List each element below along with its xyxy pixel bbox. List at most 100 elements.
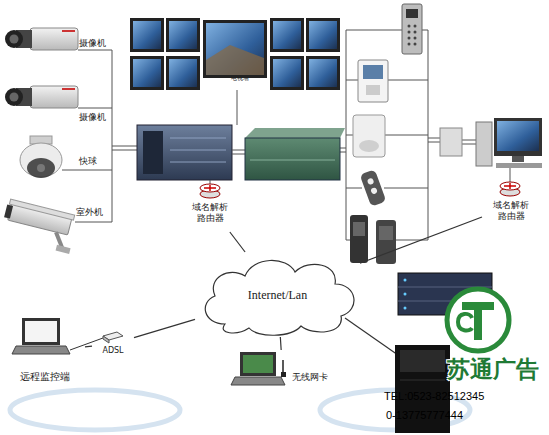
dvr-unit bbox=[170, 150, 226, 151]
beam-detector bbox=[376, 220, 396, 264]
intercom-panel bbox=[402, 4, 422, 54]
device-wire bbox=[346, 188, 362, 189]
monitor-wall bbox=[133, 59, 161, 87]
network-link bbox=[280, 337, 282, 350]
card-reader bbox=[363, 65, 383, 79]
client-pc bbox=[440, 118, 542, 168]
device-wire bbox=[462, 140, 476, 141]
tower-server bbox=[400, 350, 445, 372]
dvr-unit bbox=[170, 138, 226, 139]
device-wire bbox=[428, 138, 440, 139]
speed-dome bbox=[20, 143, 62, 177]
matrix-unit bbox=[250, 160, 335, 161]
card-reader bbox=[366, 85, 380, 95]
network-link bbox=[230, 232, 245, 252]
camera-wire bbox=[112, 150, 137, 151]
remote-fob bbox=[360, 169, 387, 206]
box-camera bbox=[5, 88, 23, 106]
monitor-wall bbox=[169, 21, 197, 49]
device-wire bbox=[422, 30, 428, 31]
matrix-unit bbox=[245, 128, 345, 180]
node-label: ADSL bbox=[92, 346, 134, 356]
wireless-client: 无线网卡 bbox=[230, 350, 335, 390]
monitor-wall bbox=[206, 45, 264, 75]
router-node: 域名解析路由器 bbox=[482, 178, 540, 234]
intercom-panel bbox=[408, 37, 411, 40]
camera-wire bbox=[112, 146, 137, 147]
pir-detector bbox=[353, 115, 385, 157]
intercom-panel bbox=[406, 9, 418, 18]
router-icon bbox=[204, 185, 216, 191]
rack-server bbox=[404, 279, 407, 282]
beam-detector bbox=[379, 226, 393, 240]
laptop bbox=[12, 318, 70, 354]
client-pc bbox=[512, 156, 524, 162]
monitor-wall bbox=[130, 18, 340, 90]
camera-wire bbox=[75, 222, 112, 223]
device-wire bbox=[346, 30, 402, 31]
laptop bbox=[240, 352, 276, 376]
node-label: 电视墙 bbox=[220, 74, 260, 82]
monitor-wall bbox=[130, 18, 164, 52]
rack-server bbox=[404, 307, 407, 310]
camera-wire bbox=[78, 50, 112, 51]
device-wire bbox=[388, 80, 428, 81]
node-label: Internet/Lan bbox=[195, 288, 360, 302]
camera-node: 摄像机 bbox=[5, 80, 110, 120]
box-camera bbox=[62, 88, 75, 90]
connector-wire bbox=[340, 148, 346, 149]
node-label: 域名解析路由器 bbox=[190, 202, 230, 224]
router-icon bbox=[500, 182, 520, 190]
dvr-unit bbox=[137, 125, 232, 180]
device-wire bbox=[346, 240, 350, 241]
monitor-wall bbox=[130, 56, 164, 90]
connector-wire bbox=[232, 154, 245, 155]
phone-text: TEL:0523-82512345 bbox=[384, 390, 484, 402]
matrix-unit bbox=[245, 138, 340, 180]
remote-fob bbox=[367, 178, 375, 186]
monitor-wall bbox=[309, 59, 337, 87]
laptop bbox=[243, 355, 273, 373]
laptop bbox=[231, 352, 286, 385]
intercom-panel bbox=[408, 31, 411, 34]
dvr-unit bbox=[143, 131, 163, 174]
device-wire bbox=[346, 135, 353, 136]
speed-dome bbox=[37, 164, 45, 172]
node-label: 室外机 bbox=[71, 207, 107, 218]
outdoor-camera bbox=[56, 245, 71, 254]
device-wire bbox=[428, 142, 440, 143]
router-icon bbox=[200, 184, 220, 198]
camera-wire bbox=[62, 170, 112, 171]
intercom-panel bbox=[402, 4, 422, 54]
router-node: 域名解析路由器 bbox=[182, 180, 238, 232]
pir-detector bbox=[353, 115, 385, 157]
monitor-wall bbox=[273, 59, 301, 87]
intercom-panel bbox=[408, 25, 411, 28]
intercom-panel bbox=[414, 31, 417, 34]
beam-detector bbox=[353, 222, 365, 236]
laptop bbox=[281, 372, 286, 377]
video-wire bbox=[237, 90, 238, 125]
client-pc bbox=[440, 128, 462, 156]
remote-client: 远程监控端 bbox=[5, 315, 85, 387]
beam-detector bbox=[350, 215, 368, 263]
laptop bbox=[282, 360, 284, 372]
tv-wall: 电视墙 bbox=[128, 14, 348, 98]
device-wire bbox=[462, 144, 476, 145]
tower-server bbox=[400, 380, 445, 381]
adsl-modem bbox=[103, 332, 123, 343]
intercom-panel bbox=[414, 43, 417, 46]
monitor-wall bbox=[203, 20, 267, 78]
outdoor-camera bbox=[0, 199, 79, 254]
card-reader bbox=[358, 60, 388, 102]
speed-dome bbox=[20, 136, 62, 178]
logo-mark bbox=[447, 289, 509, 351]
laptop bbox=[12, 346, 70, 354]
device-wire bbox=[346, 80, 358, 81]
network-cloud: Internet/Lan bbox=[195, 252, 360, 337]
node-label: 远程监控端 bbox=[5, 371, 85, 383]
network-link bbox=[134, 319, 195, 337]
laptop bbox=[22, 318, 60, 345]
monitor-wall bbox=[273, 21, 301, 49]
